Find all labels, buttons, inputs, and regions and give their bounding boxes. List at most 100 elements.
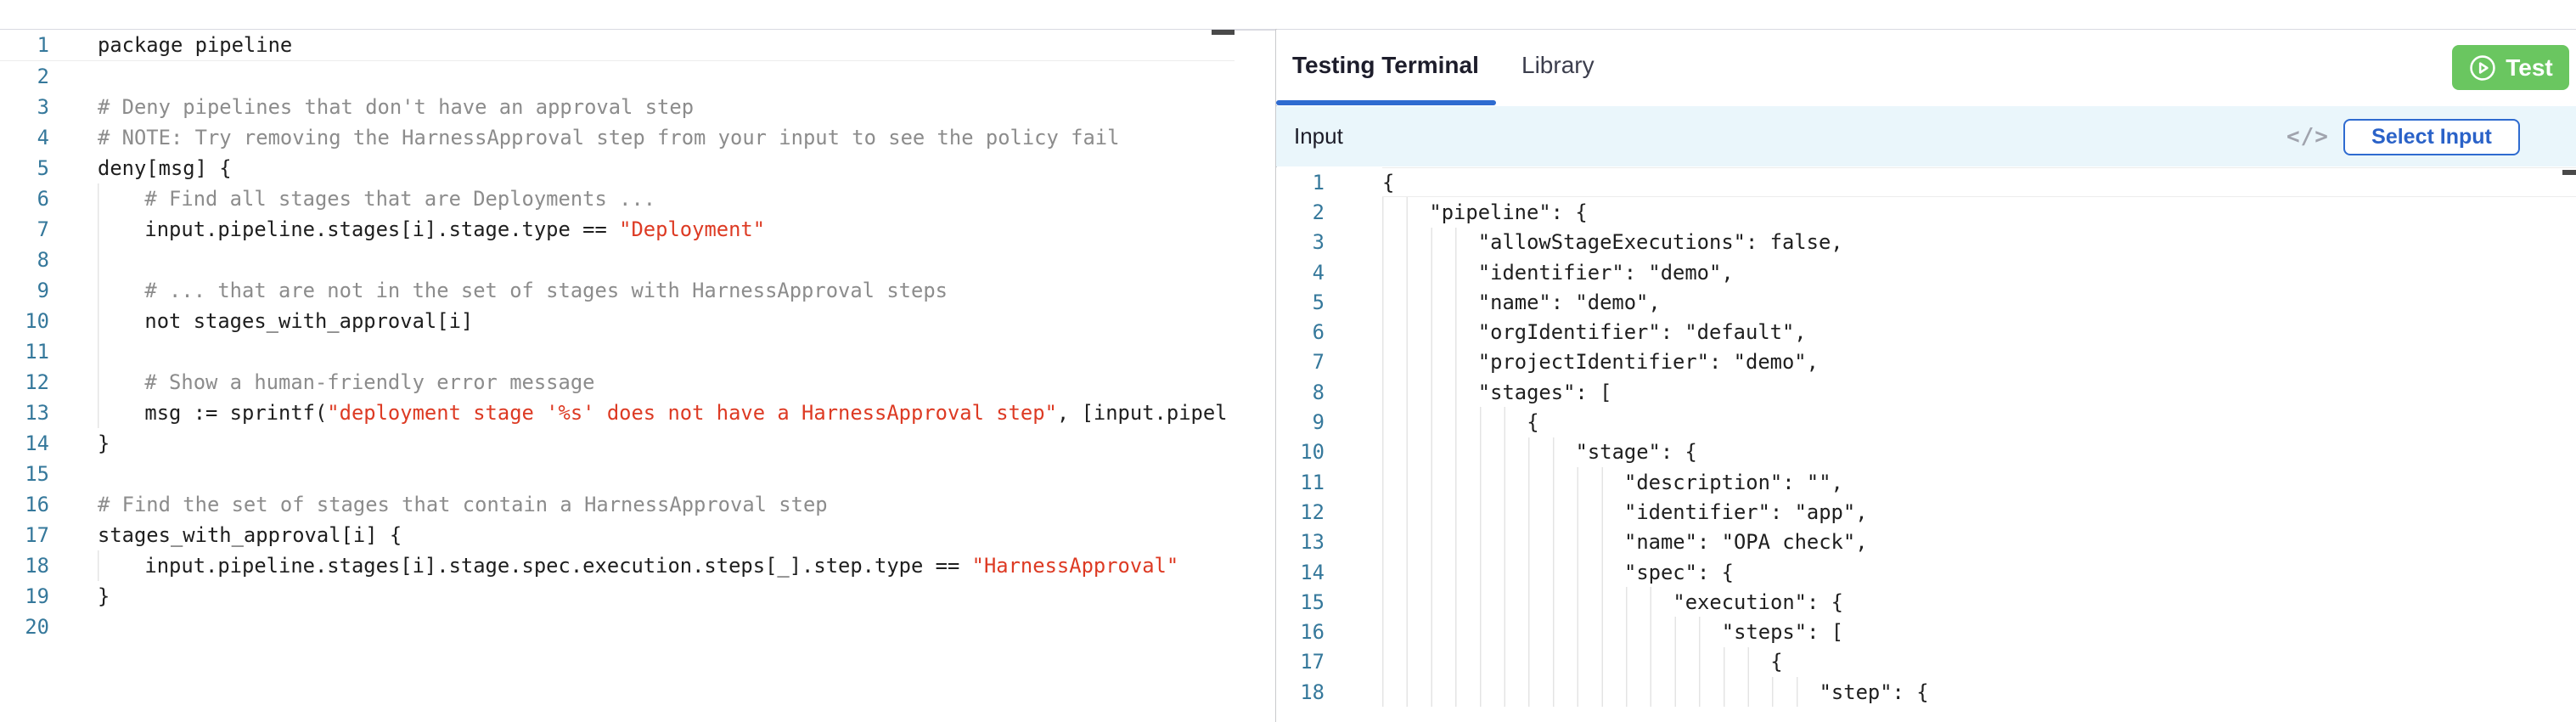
indent-guides [1382,617,1722,647]
code-line: 19} [0,581,1235,612]
indent-guides [98,275,145,306]
indent-guides [98,398,145,428]
code-segment-code: { [1527,410,1539,435]
line-number: 16 [25,493,49,516]
code-line: 11 "description": "", [1276,466,2576,498]
indent-guides [98,245,145,275]
code-segment-code: "step": { [1819,680,1929,704]
line-number: 16 [1300,620,1325,645]
indent-guides [1382,556,1624,588]
code-line: 12"identifier": "app", [1276,497,2576,527]
code-segment-code: "pipeline": { [1429,200,1588,224]
line-number: 2 [1312,200,1325,224]
code-segment-code: "name": "OPA check", [1624,530,1868,555]
code-line: 5"name": "demo", [1276,287,2576,318]
code-segment-string: "Deployment" [619,217,766,241]
test-button[interactable]: Test [2452,45,2569,90]
code-line: 6 # Find all stages that are Deployments … [0,183,1235,214]
code-line: 13 "name": "OPA check", [1276,527,2576,557]
editor-minimize-handle[interactable] [2562,170,2576,175]
code-segment-code: } [98,432,110,455]
line-number: 11 [25,340,49,364]
indent-guides [98,550,145,581]
code-line: 14"spec": { [1276,556,2576,588]
code-segment-code: "stages": [ [1477,380,1612,404]
code-line: 2 "pipeline": { [1276,197,2576,228]
indent-guides [1382,317,1478,347]
code-segment-comment: # Find the set of stages that contain a … [98,493,828,516]
line-number: 15 [25,462,49,486]
line-number: 12 [25,370,49,394]
line-number: 13 [1300,530,1325,555]
code-segment-string: "HarnessApproval" [971,554,1179,578]
input-header-bar: Input </> Select Input [1276,106,2576,166]
code-segment-code: package pipeline [98,33,293,57]
select-input-button[interactable]: Select Input [2343,119,2520,155]
code-line: 18 "step": { [1276,677,2576,708]
indent-guides [1382,287,1478,318]
code-line: 10 not stages_with_approval[i] [0,306,1235,336]
line-number: 18 [1300,680,1325,704]
code-segment-comment: # Show a human-friendly error message [144,370,595,394]
code-segment-comment: # NOTE: Try removing the HarnessApproval… [98,126,1120,149]
code-segment-code: deny[msg] { [98,156,232,180]
code-segment-code: , [input.pipel [1056,401,1228,425]
code-segment-code: { [1382,170,1395,195]
line-number: 7 [1312,350,1325,375]
code-segment-code: "name": "demo", [1477,290,1661,314]
line-number: 6 [37,187,49,211]
line-number: 4 [37,126,49,149]
input-json-editor[interactable]: 1{2"pipeline": {3"allowStageExecutions":… [1276,167,2576,722]
line-number: 9 [1312,410,1325,435]
indent-guides [1382,437,1576,467]
code-line: 3"allowStageExecutions": false, [1276,227,2576,257]
tab-testing-terminal[interactable]: Testing Terminal [1292,51,1479,78]
code-segment-comment: # Find all stages that are Deployments .… [144,187,656,211]
code-segment-string: "deployment stage '%s' does not have a H… [327,401,1057,425]
indent-guides [98,367,145,398]
code-segment-code: "description": "", [1624,470,1843,494]
line-number: 3 [37,95,49,119]
line-number: 12 [1300,499,1325,524]
line-number: 14 [25,432,49,455]
tab-library[interactable]: Library [1521,51,1595,78]
code-line: 17{ [1276,646,2576,678]
line-number: 5 [37,156,49,180]
code-line: 1 package pipeline [0,30,1235,61]
code-segment-code: { [1770,650,1783,674]
line-number: 1 [37,33,49,57]
code-segment-code: not stages_with_approval[i] [144,309,474,333]
code-line: 5 deny[msg] { [0,153,1235,183]
indent-guides [1382,377,1478,408]
code-segment-comment: # Deny pipelines that don't have an appr… [98,95,695,119]
code-segment-code: "orgIdentifier": "default", [1477,320,1807,345]
policy-code-editor[interactable]: 1 package pipeline 2 3 # Deny pipelines that… [0,30,1235,722]
code-line: 4"identifier": "demo", [1276,257,2576,288]
testing-terminal-tabs: Testing Terminal Library [1276,30,2576,105]
pane-divider[interactable] [1275,29,1277,722]
code-segment-code: stages_with_approval[i] { [98,523,402,547]
line-number: 2 [37,65,49,88]
code-segment-code: input.pipeline.stages[i].stage.spec.exec… [144,554,972,578]
code-segment-code: "stage": { [1575,440,1697,465]
line-number: 8 [37,248,49,272]
play-circle-icon [2468,54,2497,82]
line-number: 6 [1312,320,1325,345]
line-number: 11 [1300,470,1325,494]
indent-guides [1382,197,1430,228]
indent-guides [98,214,145,245]
code-line: 16"steps": [ [1276,617,2576,647]
line-number: 19 [25,584,49,608]
line-number: 4 [1312,260,1325,285]
line-number: 10 [25,309,49,333]
code-segment-code: "spec": { [1624,560,1734,584]
code-segment-code: "allowStageExecutions": false, [1477,230,1843,255]
test-button-label: Test [2506,54,2553,81]
indent-guides [1382,407,1527,437]
editor-minimize-handle[interactable] [1212,30,1235,35]
code-view-icon[interactable]: </> [2286,123,2329,149]
line-number: 10 [1300,440,1325,465]
